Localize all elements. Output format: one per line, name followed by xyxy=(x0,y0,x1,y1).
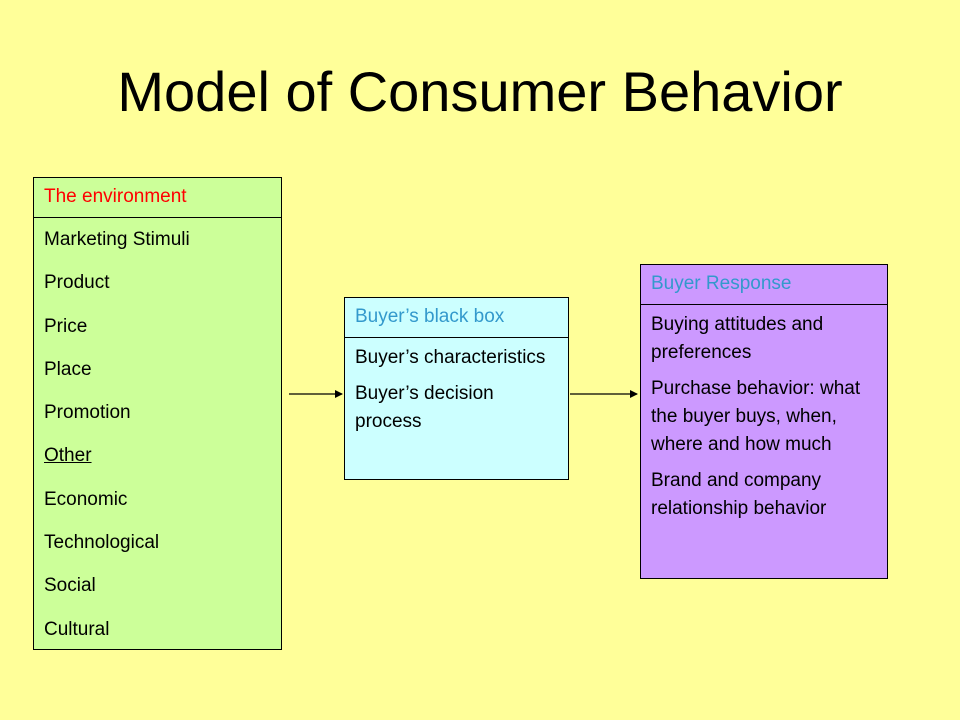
environment-item: Marketing Stimuli xyxy=(44,229,190,250)
environment-item: Economic xyxy=(44,488,128,510)
environment-box: The environment Marketing Stimuli Produc… xyxy=(33,177,282,650)
environment-item: Product xyxy=(44,272,110,294)
black-box-item: Buyer’s decision process xyxy=(355,383,494,432)
buyer-response-list: Buying attitudes and preferences Purchas… xyxy=(641,305,887,523)
buyer-response-item: Purchase behavior: what the buyer buys, … xyxy=(651,378,861,455)
environment-item: Cultural xyxy=(44,618,110,640)
buyer-response-box: Buyer Response Buying attitudes and pref… xyxy=(640,264,888,579)
black-box: Buyer’s black box Buyer’s characteristic… xyxy=(344,297,569,480)
environment-item: Social xyxy=(44,575,96,597)
buyer-response-item: Buying attitudes and preferences xyxy=(651,314,824,363)
environment-item: Other xyxy=(44,445,92,467)
buyer-response-item: Brand and company relationship behavior xyxy=(651,470,827,519)
environment-item: Promotion xyxy=(44,402,131,424)
black-box-heading: Buyer’s black box xyxy=(345,298,568,338)
environment-list: Marketing Stimuli Product Price Place Pr… xyxy=(34,218,281,651)
black-box-list: Buyer’s characteristics Buyer’s decision… xyxy=(345,338,568,436)
environment-item: Technological xyxy=(44,532,160,554)
black-box-item: Buyer’s characteristics xyxy=(355,347,546,368)
environment-item: Place xyxy=(44,358,92,380)
environment-item: Price xyxy=(44,315,88,337)
environment-heading: The environment xyxy=(34,178,281,218)
buyer-response-heading: Buyer Response xyxy=(641,265,887,305)
page-title: Model of Consumer Behavior xyxy=(117,60,843,123)
